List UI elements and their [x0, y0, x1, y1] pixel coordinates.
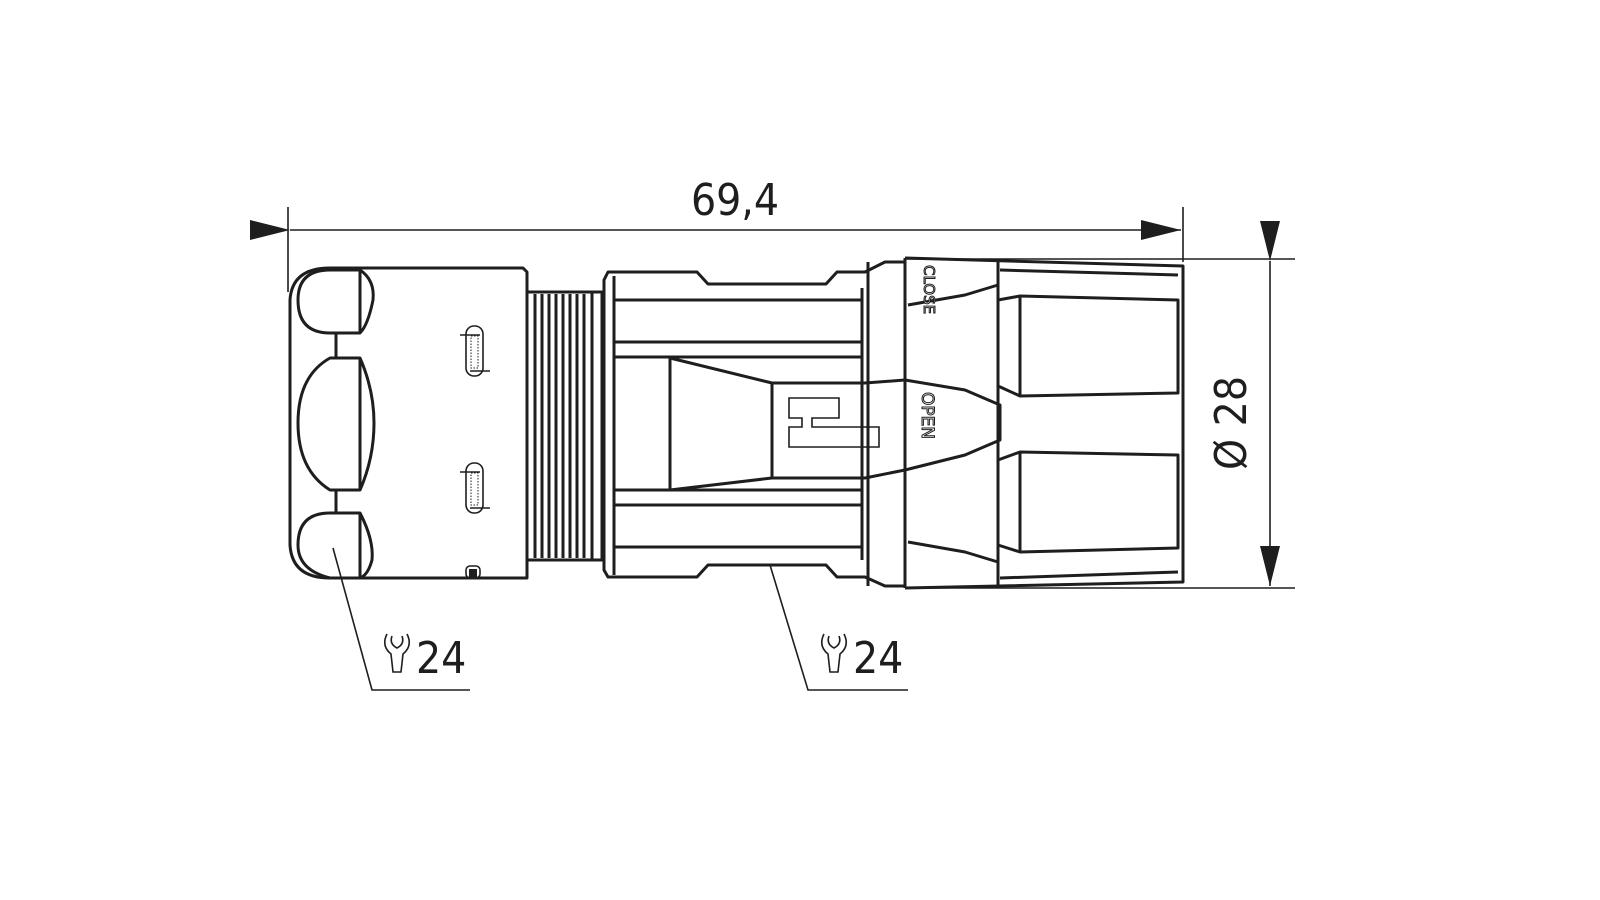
length-dimension-label: 69,4 — [691, 175, 779, 226]
close-label: CLOSE — [920, 265, 938, 314]
latch-slot-icon — [460, 325, 490, 579]
logo-h-icon — [788, 397, 880, 448]
coupling-nut: CLOSE OPEN — [904, 256, 1185, 590]
connector-housing — [602, 258, 1002, 588]
diameter-dimension-label: Ø 28 — [1206, 376, 1257, 470]
thread — [525, 290, 604, 562]
wrench-icon — [820, 633, 848, 673]
wrench-icon — [383, 633, 411, 673]
length-dimension: 69,4 — [250, 175, 1184, 292]
wrench-callout-left: 24 — [332, 547, 470, 691]
open-label: OPEN — [917, 392, 937, 439]
diameter-dimension: Ø 28 — [905, 221, 1295, 589]
cable-gland-body — [288, 266, 529, 580]
wrench-size-left: 24 — [416, 633, 466, 684]
wrench-size-right: 24 — [853, 633, 903, 684]
wrench-callout-right: 24 — [769, 564, 908, 691]
